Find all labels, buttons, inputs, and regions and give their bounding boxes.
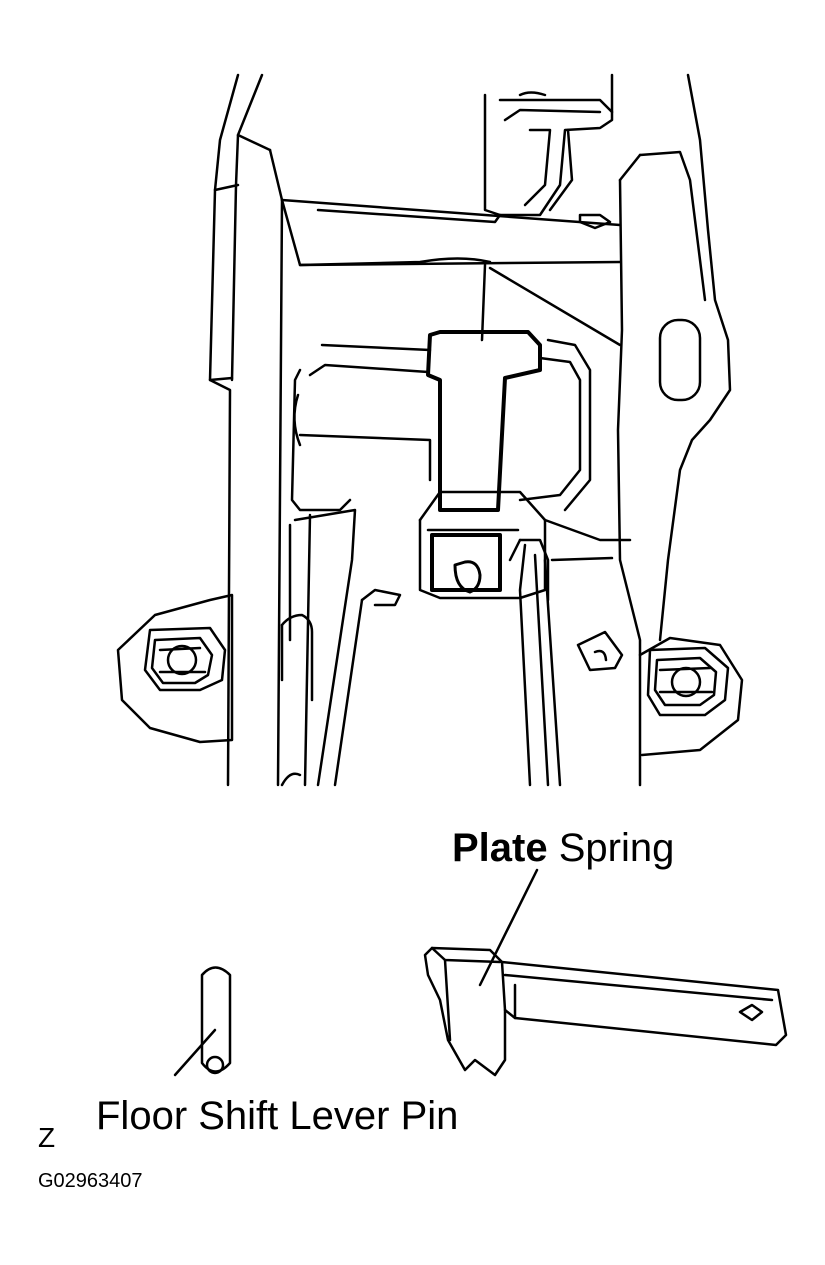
frame-slot [658,318,702,402]
boss [280,613,314,787]
plate-spring-label: Plate Spring [452,826,674,871]
top-bracket [483,73,614,230]
plate-spring-label-bold: Plate [452,826,548,870]
small-hook [576,630,624,672]
t-lever [426,330,542,512]
lever-pin [200,966,232,1075]
left-frame [208,73,284,787]
center-rails [288,508,632,787]
figure-code: G02963407 [38,1170,143,1192]
right-frame [616,73,732,787]
corner-mark: Z [38,1122,56,1153]
pin-leader [173,1028,217,1077]
plate-spring-label-rest: Spring [547,826,675,870]
cross-plate [280,198,622,347]
floor-shift-lever-pin-label: Floor Shift Lever Pin [96,1094,459,1138]
plate-spring [423,946,788,1077]
right-pivot [638,636,744,757]
lever-housing [290,338,592,512]
plate-spring-leader [478,868,539,987]
left-pivot [116,593,234,744]
